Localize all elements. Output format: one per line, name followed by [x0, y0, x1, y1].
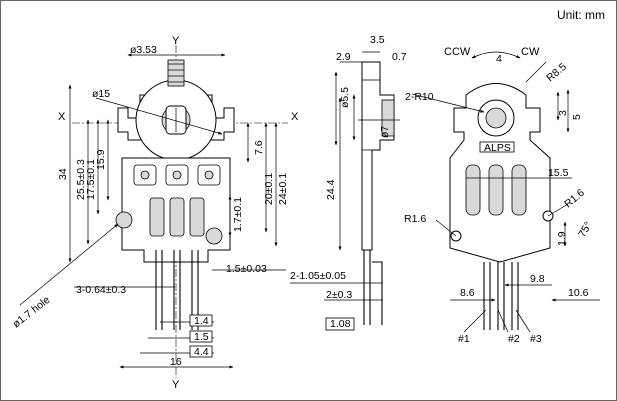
dim-1-5: 1.5 — [194, 331, 209, 343]
dim-4: 4 — [496, 53, 502, 65]
dim-16: 16 — [170, 356, 182, 368]
dim-1-08: 1.08 — [330, 318, 351, 330]
dim-1-7: 1.7±0.1 — [232, 197, 244, 232]
side-shaft — [381, 99, 395, 137]
dim-1-5-left: 1.5±0.03 — [226, 263, 267, 275]
r-1-6-right: R1.6 — [562, 187, 587, 211]
pin-1-label: #1 — [458, 333, 470, 345]
dim-box-1-08 — [325, 317, 355, 331]
dim-5-rear: 5 — [571, 114, 583, 120]
rear-view: CCW CW 4 ALPS R8.5 2-R10 3 5 15.5 — [404, 46, 600, 345]
dim-25-5: 25.5±0.3 — [75, 159, 87, 200]
dim-24-4: 24.4 — [325, 179, 337, 200]
dim-7: ø7 — [379, 126, 391, 138]
shaft-top — [167, 59, 185, 87]
dim-body-dia: ø15 — [92, 88, 110, 100]
axis-y-bottom: Y — [172, 379, 180, 391]
brand-plate — [479, 141, 515, 153]
dim-2-9: 2.9 — [336, 51, 351, 63]
pin-3-label: #3 — [530, 333, 542, 345]
unit-label: Unit: mm — [557, 8, 605, 22]
dim-34: 34 — [57, 168, 69, 180]
dim-15-9: 15.9 — [95, 149, 107, 170]
r-10: 2-R10 — [405, 91, 434, 103]
left-hole — [115, 211, 133, 229]
dim-1-9: 1.9 — [556, 231, 568, 246]
axis-y-top: Y — [172, 35, 180, 47]
dim-box-1-4 — [189, 314, 213, 327]
r-8-5: R8.5 — [544, 61, 569, 85]
ccw-label: CCW — [444, 46, 471, 58]
pin-2-label: #2 — [508, 333, 520, 345]
dim-9-8: 9.8 — [530, 273, 545, 285]
dim-24: 24±0.1 — [277, 173, 289, 205]
dim-2: 2±0.3 — [326, 289, 352, 301]
dim-3-rear: 3 — [557, 110, 569, 116]
front-view: Y Y X X — [10, 35, 299, 391]
dim-shaft-dia: ø3.53 — [130, 44, 157, 56]
cw-label: CW — [521, 46, 540, 58]
dim-5-5: ø5.5 — [339, 87, 351, 108]
dim-1-4: 1.4 — [194, 315, 209, 327]
dim-15-5: 15.5 — [548, 167, 569, 179]
r-1-6-left: R1.6 — [404, 213, 426, 225]
dim-3-5: 3.5 — [370, 34, 385, 46]
axis-x-left: X — [58, 111, 66, 123]
dim-3-0-64: 3-0.64±0.3 — [76, 284, 126, 296]
side-profile — [361, 61, 395, 251]
dim-20: 20±0.1 — [263, 173, 275, 205]
brand-label: ALPS — [484, 142, 511, 154]
right-hole — [205, 227, 223, 245]
axis-x-right: X — [291, 111, 299, 123]
angle-75: 75° — [576, 220, 594, 240]
dim-4-4: 4.4 — [194, 346, 209, 358]
rear-shaft-inner — [485, 107, 507, 129]
dim-17-5: 17.5±0.1 — [85, 159, 97, 200]
side-view: 3.5 2.9 0.7 ø5.5 ø7 24.4 2-1.05±0.05 2±0… — [290, 34, 407, 331]
dim-7-6: 7.6 — [253, 140, 265, 155]
hole-label: ø1.7 hole — [10, 294, 52, 331]
dim-10-6: 10.6 — [568, 287, 589, 299]
dim-box-1-5 — [189, 330, 213, 343]
dim-0-7: 0.7 — [392, 51, 407, 63]
dim-8-6: 8.6 — [460, 287, 475, 299]
dim-2-1-05: 2-1.05±0.05 — [290, 270, 346, 282]
dim-box-4-4 — [189, 345, 213, 358]
